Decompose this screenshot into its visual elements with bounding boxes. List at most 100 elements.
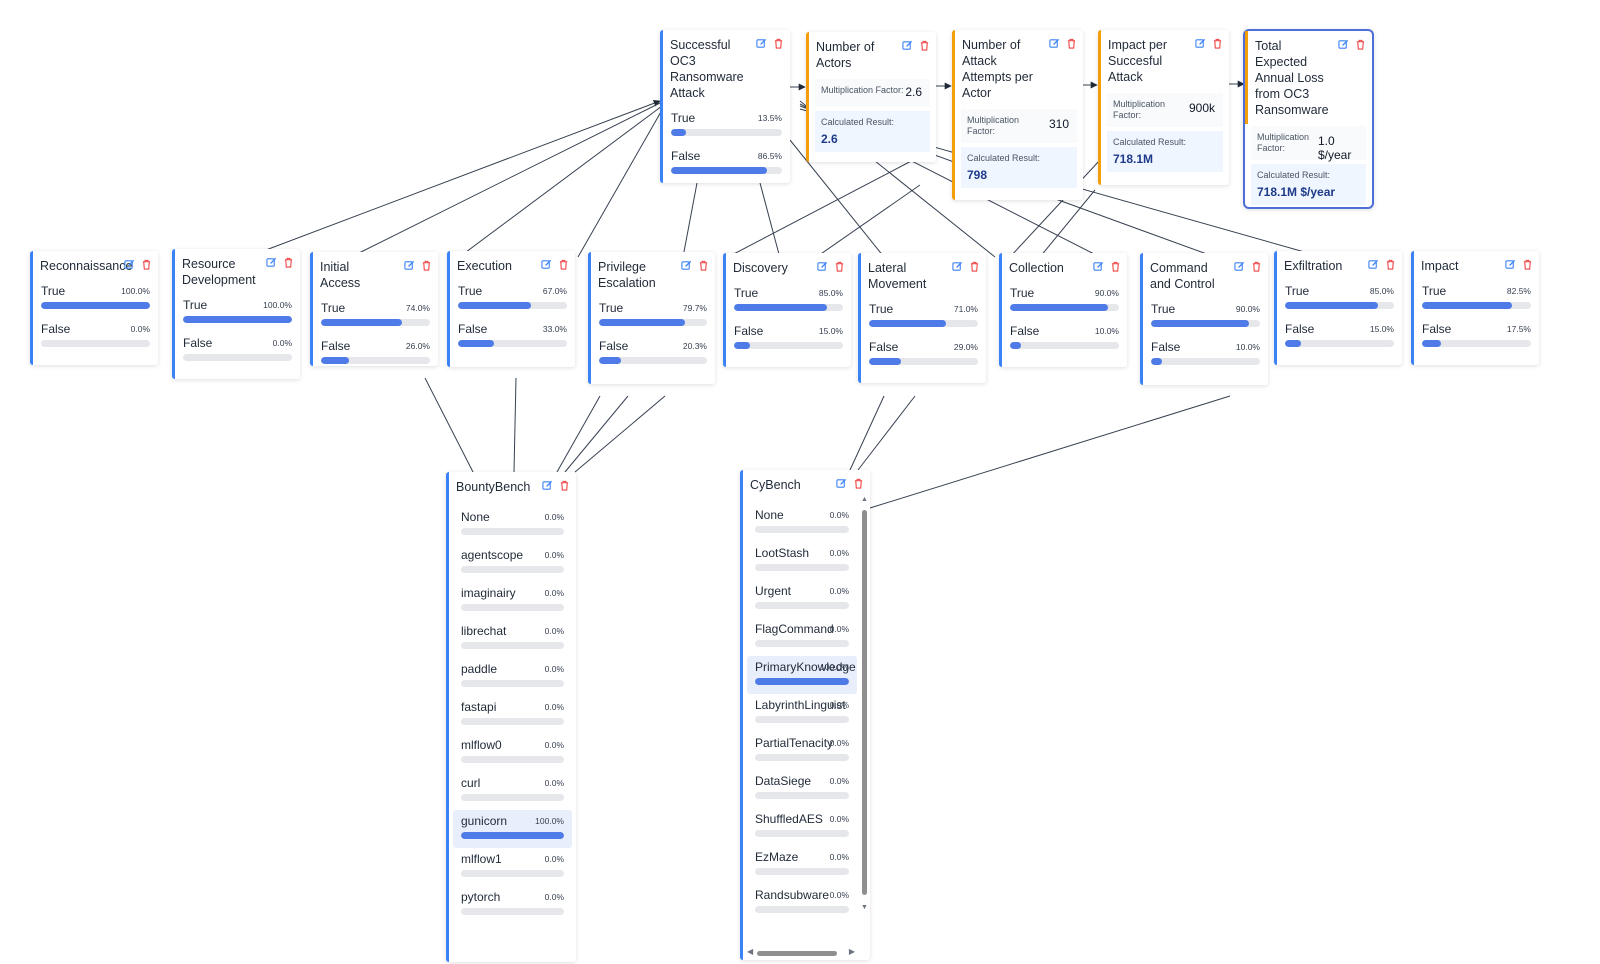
edit-icon[interactable] <box>1049 38 1060 49</box>
edit-icon[interactable] <box>817 261 828 272</box>
edit-icon[interactable] <box>902 40 913 51</box>
multiplication-factor[interactable]: Multiplication Factor: 900k <box>1107 93 1223 127</box>
trash-icon[interactable] <box>969 261 980 272</box>
edit-icon[interactable] <box>404 260 415 271</box>
edit-icon[interactable] <box>756 38 767 49</box>
trash-icon[interactable] <box>698 260 709 271</box>
trash-icon[interactable] <box>1355 39 1366 50</box>
vertical-scrollbar[interactable]: ▲ ▼ <box>861 496 868 911</box>
scroll-left-icon[interactable]: ◀ <box>747 947 754 956</box>
scroll-down-icon[interactable]: ▼ <box>861 904 868 911</box>
edit-icon[interactable] <box>836 478 847 489</box>
edit-icon[interactable] <box>1505 259 1516 270</box>
trash-icon[interactable] <box>1110 261 1121 272</box>
trash-icon[interactable] <box>834 261 845 272</box>
total-loss-node[interactable]: Total Expected Annual Loss from OC3 Rans… <box>1243 29 1374 209</box>
attack-node[interactable]: Successful OC3 Ransomware Attack True 13… <box>660 30 790 183</box>
edit-icon[interactable] <box>1234 261 1245 272</box>
edit-icon[interactable] <box>1093 261 1104 272</box>
impact-node[interactable]: Impact per Succesful Attack Multiplicati… <box>1098 30 1229 185</box>
edit-icon[interactable] <box>1195 38 1206 49</box>
trash-icon[interactable] <box>1522 259 1533 270</box>
multiplication-factor[interactable]: Multiplication Factor: 310 <box>961 109 1077 143</box>
multiplication-factor[interactable]: Multiplication Factor: 1.0 $/year <box>1251 126 1366 162</box>
trash-icon[interactable] <box>558 259 569 270</box>
edit-icon[interactable] <box>1368 259 1379 270</box>
trash-icon[interactable] <box>1251 261 1262 272</box>
attempts-node[interactable]: Number of Attack Attempts per Actor Mult… <box>952 30 1083 200</box>
scroll-thumb[interactable] <box>862 510 867 895</box>
multiplication-factor[interactable]: Multiplication Factor: 2.6 <box>815 79 930 107</box>
horizontal-scrollbar[interactable]: ◀ ▶ <box>747 947 855 956</box>
scroll-right-icon[interactable]: ▶ <box>848 947 855 956</box>
edit-icon[interactable] <box>681 260 692 271</box>
trash-icon[interactable] <box>1385 259 1396 270</box>
trash-icon[interactable] <box>141 259 152 270</box>
edit-icon[interactable] <box>952 261 963 272</box>
edit-icon[interactable] <box>541 259 552 270</box>
trash-icon[interactable] <box>919 40 930 51</box>
trash-icon[interactable] <box>421 260 432 271</box>
scroll-up-icon[interactable]: ▲ <box>861 496 868 503</box>
trash-icon[interactable] <box>283 257 294 268</box>
scroll-thumb[interactable] <box>757 951 837 956</box>
option-row[interactable]: False 86.5% <box>663 145 790 183</box>
edit-icon[interactable] <box>1338 39 1349 50</box>
edit-icon[interactable] <box>266 257 277 268</box>
actors-node[interactable]: Number of Actors Multiplication Factor: … <box>806 32 936 162</box>
trash-icon[interactable] <box>773 38 784 49</box>
trash-icon[interactable] <box>853 478 864 489</box>
